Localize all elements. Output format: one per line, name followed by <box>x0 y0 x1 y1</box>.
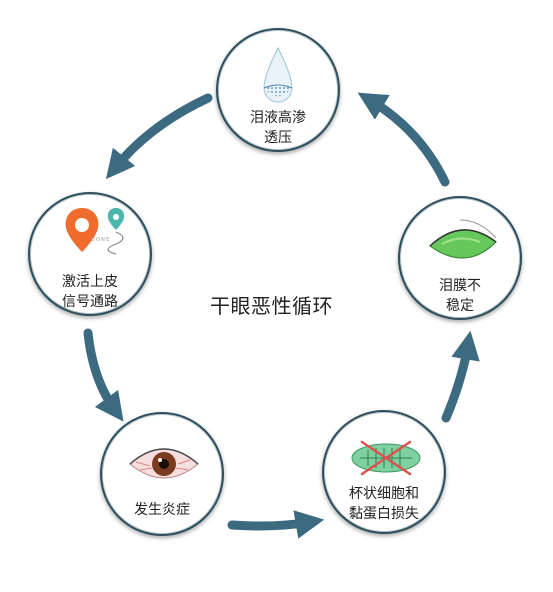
map-pin-route-icon: DONE <box>65 208 125 255</box>
green-eye-icon <box>429 219 497 259</box>
node-goblet-cell-loss: 杯状细胞和 黏蛋白损失 <box>322 410 446 534</box>
node-label-line1: 杯状细胞和 <box>349 486 419 502</box>
node-label-line2: 透压 <box>264 130 292 146</box>
node-label-line2: 黏蛋白损失 <box>349 506 419 522</box>
node-label-line1: 发生炎症 <box>134 502 190 518</box>
node-label-line1: 泪膜不 <box>439 278 481 294</box>
arrow-goblet-to-tearfilm <box>441 330 480 423</box>
diagram-title: 干眼恶性循环 <box>210 294 333 318</box>
node-tear-film: 泪膜不 稳定 <box>398 196 522 320</box>
arrow-osmolarity-to-signal <box>105 93 213 180</box>
node-tear-osmolarity: 泪液高渗 透压 <box>216 28 340 152</box>
node-inflammation-signal: DONE 激活上皮 信号通路 <box>28 192 152 316</box>
node-inflammation: 发生炎症 <box>100 412 224 536</box>
node-label-line2: 稳定 <box>446 298 474 314</box>
route-done-text: DONE <box>91 237 111 243</box>
arrow-inflammation-to-goblet <box>227 510 325 539</box>
node-label-line1: 泪液高渗 <box>250 110 306 126</box>
arrow-signal-to-inflammation <box>83 328 124 422</box>
tear-drop-icon <box>263 46 293 103</box>
red-eye-icon <box>129 448 199 479</box>
arrow-tearfilm-to-osmolarity <box>357 92 450 187</box>
goblet-cell-icon <box>351 440 421 476</box>
node-label-line1: 激活上皮 <box>62 274 118 290</box>
node-label-line2: 信号通路 <box>62 294 118 310</box>
